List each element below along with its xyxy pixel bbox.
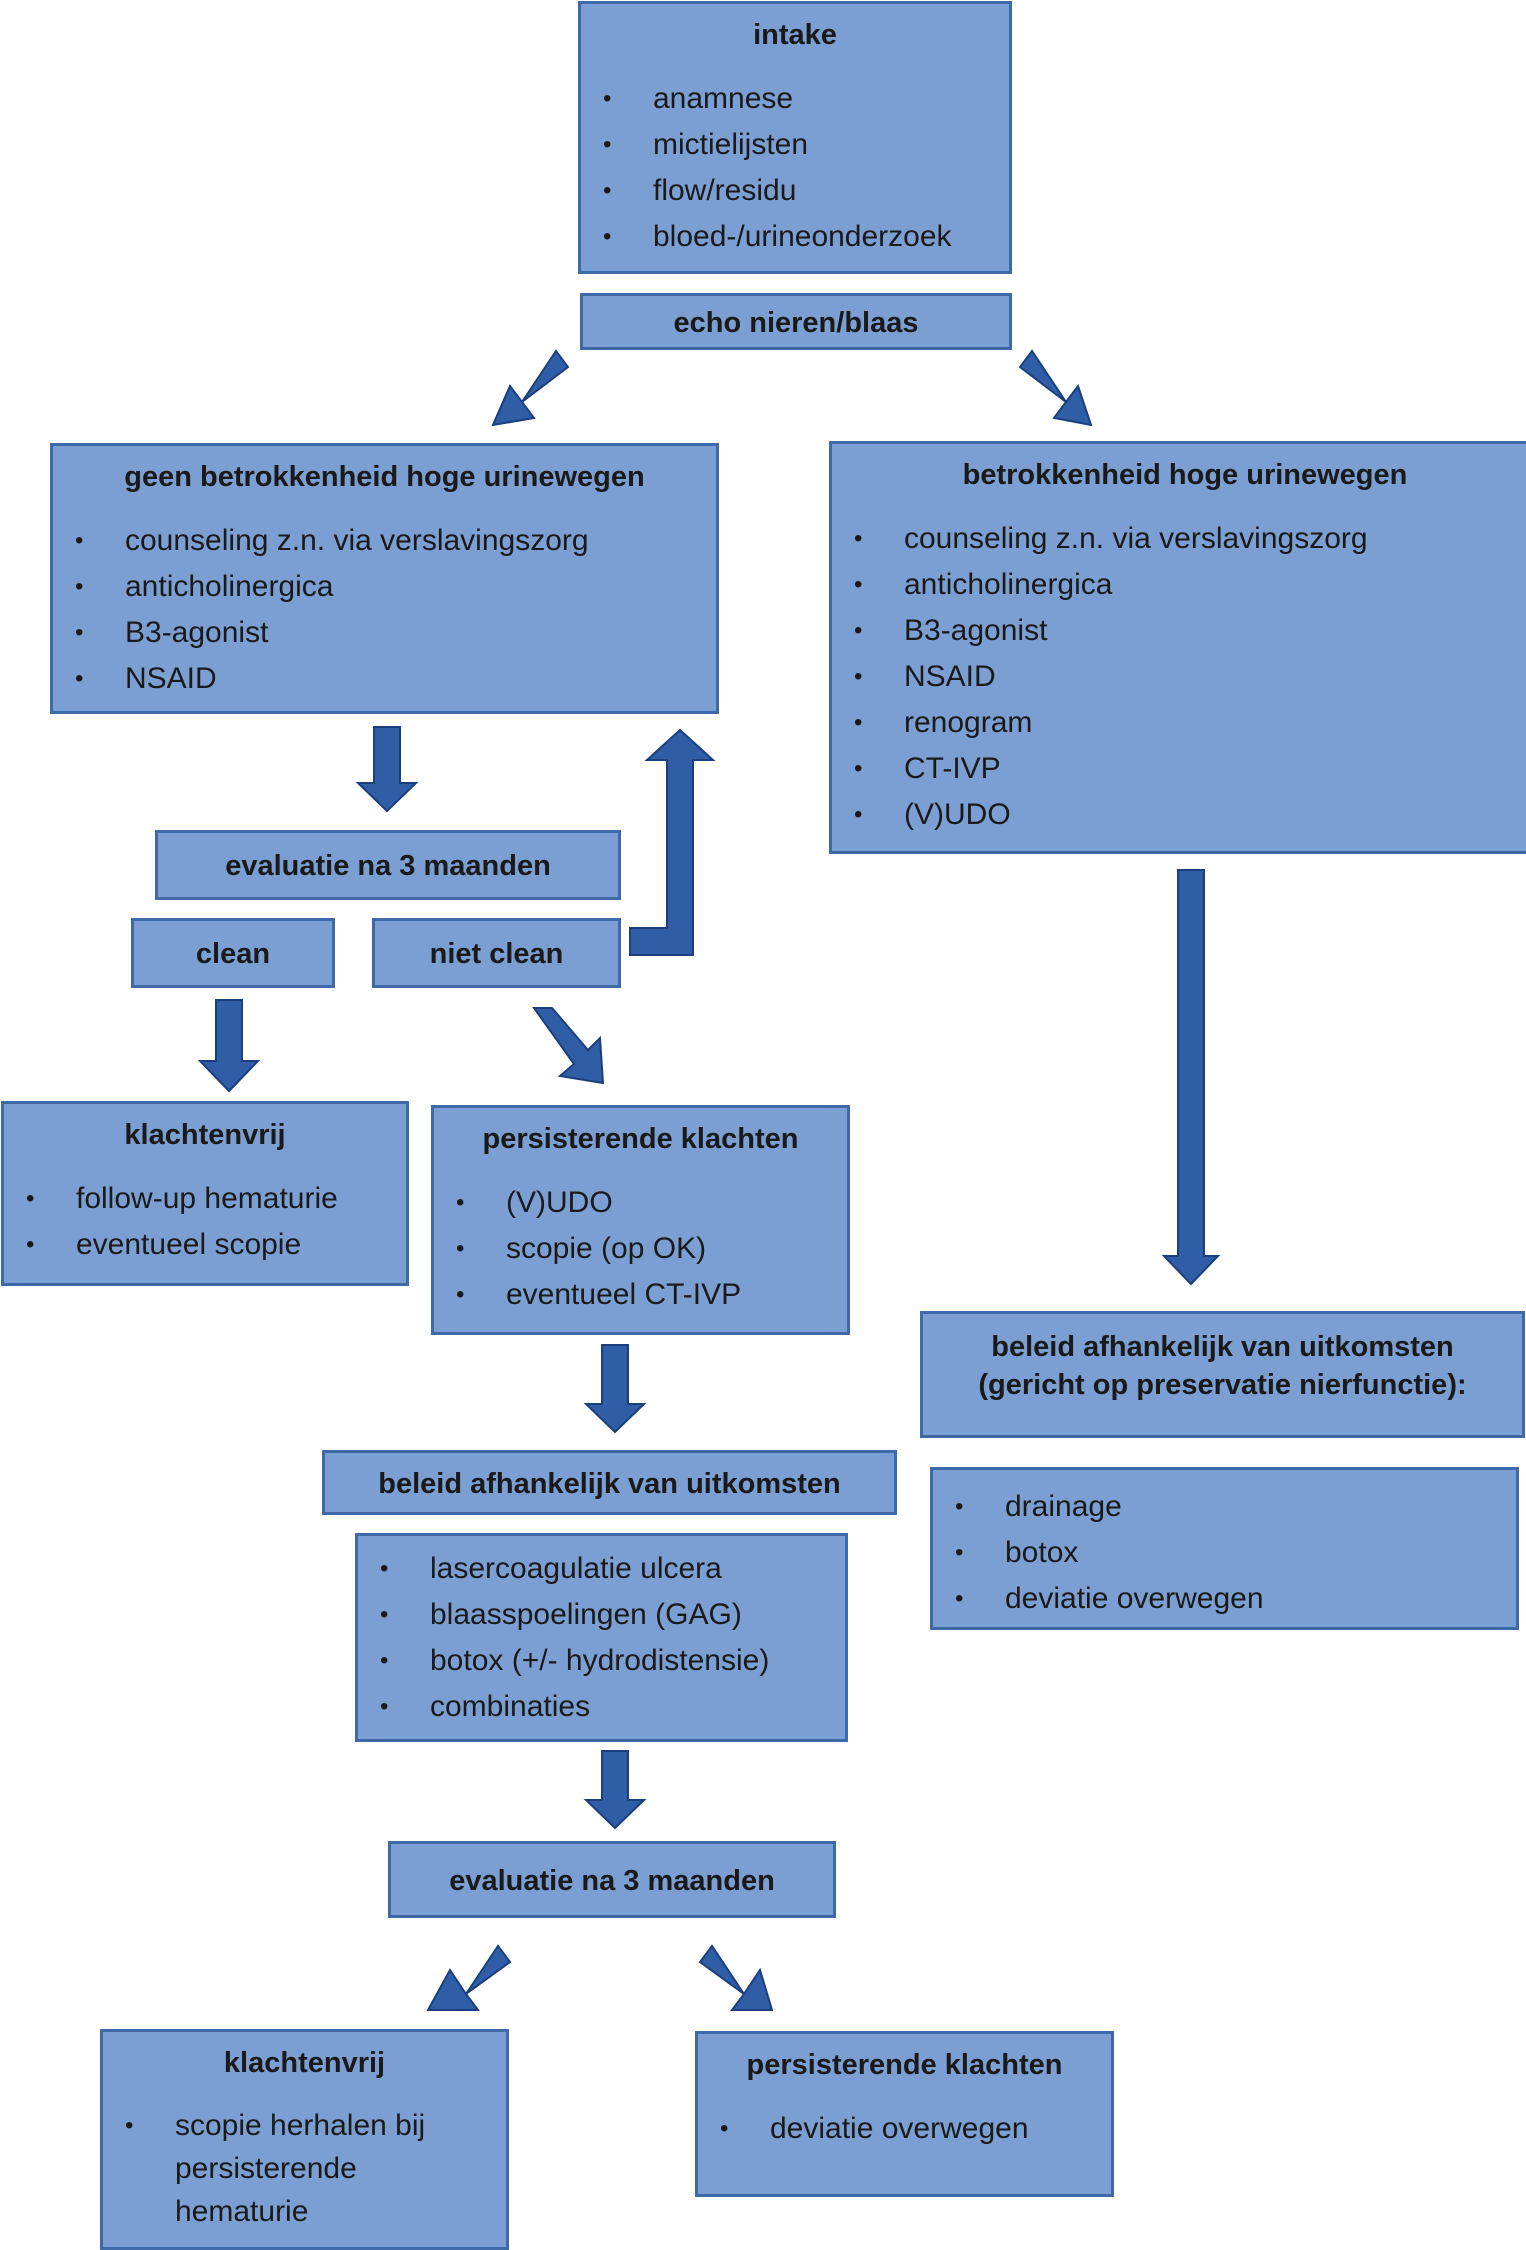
list-item: blaasspoelingen (GAG) <box>358 1592 845 1638</box>
symptom-free-box-2: klachtenvrij scopie herhalen bij persist… <box>100 2029 509 2250</box>
arrow-echo-to-upper <box>1018 349 1093 427</box>
evaluation-title-1: evaluatie na 3 maanden <box>225 850 551 882</box>
list-item: eventueel scopie <box>4 1222 406 1268</box>
persistent-complaints-title-1: persisterende klachten <box>482 1123 799 1155</box>
list-item: scopie (op OK) <box>434 1226 847 1272</box>
no-upper-tract-box: geen betrokkenheid hoge urinewegen couns… <box>50 443 719 714</box>
policy-title-right-line2: (gericht op preservatie nierfunctie): <box>978 1369 1467 1401</box>
symptom-free-title-1: klachtenvrij <box>124 1119 286 1151</box>
evaluation-title-2: evaluatie na 3 maanden <box>449 1865 775 1897</box>
list-item: renogram <box>832 700 1526 746</box>
list-item: follow-up hematurie <box>4 1176 406 1222</box>
list-item: botox (+/- hydrodistensie) <box>358 1638 845 1684</box>
upper-tract-box: betrokkenheid hoge urinewegen counseling… <box>829 441 1526 854</box>
list-item: CT-IVP <box>832 746 1526 792</box>
list-item: anticholinergica <box>53 564 716 610</box>
list-item: deviatie overwegen <box>933 1576 1516 1622</box>
list-item: lasercoagulatie ulcera <box>358 1546 845 1592</box>
arrow-persist-to-beleid <box>583 1344 647 1434</box>
arrow-eval-to-klachtenvrij <box>426 1944 512 2011</box>
persistent-complaints-list-2: deviatie overwegen <box>698 2106 1111 2152</box>
policy-box-left: beleid afhankelijk van uitkomsten <box>322 1450 897 1515</box>
list-item: anamnese <box>581 76 1009 122</box>
list-item: eventueel CT-IVP <box>434 1272 847 1318</box>
niet-clean-title: niet clean <box>429 938 564 970</box>
list-item: scopie herhalen bij persisterende hematu… <box>103 2104 486 2233</box>
upper-tract-title: betrokkenheid hoge urinewegen <box>962 459 1408 491</box>
persistent-complaints-list-1: (V)UDO scopie (op OK) eventueel CT-IVP <box>434 1180 847 1318</box>
symptom-free-list-2: scopie herhalen bij persisterende hematu… <box>103 2104 506 2233</box>
persistent-complaints-box-2: persisterende klachten deviatie overwege… <box>695 2031 1114 2197</box>
clean-box: clean <box>131 918 335 988</box>
list-item: mictielijsten <box>581 122 1009 168</box>
arrow-niet-clean-back-up <box>629 728 716 956</box>
symptom-free-list-1: follow-up hematurie eventueel scopie <box>4 1176 406 1268</box>
list-item: anticholinergica <box>832 562 1526 608</box>
list-item: botox <box>933 1530 1516 1576</box>
treatment-box-left: lasercoagulatie ulcera blaasspoelingen (… <box>355 1533 848 1742</box>
arrow-clean-to-klachtenvrij <box>197 999 261 1093</box>
treatment-box-right: drainage botox deviatie overwegen <box>930 1467 1519 1630</box>
list-item: B3-agonist <box>832 608 1526 654</box>
evaluation-box-1: evaluatie na 3 maanden <box>155 830 621 900</box>
no-upper-tract-title: geen betrokkenheid hoge urinewegen <box>124 461 645 493</box>
list-item: bloed-/urineonderzoek <box>581 214 1009 260</box>
symptom-free-box-1: klachtenvrij follow-up hematurie eventue… <box>1 1101 409 1286</box>
treatment-list-right: drainage botox deviatie overwegen <box>933 1484 1516 1622</box>
arrow-niet-clean-to-persist <box>532 1007 605 1085</box>
list-item: B3-agonist <box>53 610 716 656</box>
list-item: deviatie overwegen <box>698 2106 1111 2152</box>
arrow-upper-down <box>1161 869 1221 1286</box>
arrow-eval-to-persist <box>698 1944 774 2011</box>
intake-list: anamnese mictielijsten flow/residu bloed… <box>581 76 1009 260</box>
list-item: NSAID <box>832 654 1526 700</box>
echo-title: echo nieren/blaas <box>673 307 919 339</box>
treatment-list-left: lasercoagulatie ulcera blaasspoelingen (… <box>358 1546 845 1730</box>
niet-clean-box: niet clean <box>372 918 621 988</box>
symptom-free-title-2: klachtenvrij <box>223 2047 386 2079</box>
upper-tract-list: counseling z.n. via verslavingszorg anti… <box>832 516 1526 838</box>
list-item: (V)UDO <box>434 1180 847 1226</box>
arrow-treat-to-eval <box>583 1750 647 1830</box>
clean-title: clean <box>195 938 271 970</box>
list-item: flow/residu <box>581 168 1009 214</box>
list-item: combinaties <box>358 1684 845 1730</box>
list-item: NSAID <box>53 656 716 702</box>
list-item: counseling z.n. via verslavingszorg <box>53 518 716 564</box>
persistent-complaints-box-1: persisterende klachten (V)UDO scopie (op… <box>431 1105 850 1335</box>
echo-box: echo nieren/blaas <box>580 293 1012 350</box>
list-item: drainage <box>933 1484 1516 1530</box>
arrow-no-upper-to-eval <box>355 726 419 813</box>
no-upper-tract-list: counseling z.n. via verslavingszorg anti… <box>53 518 716 702</box>
intake-box: intake anamnese mictielijsten flow/resid… <box>578 1 1012 274</box>
evaluation-box-2: evaluatie na 3 maanden <box>388 1841 836 1918</box>
list-item: (V)UDO <box>832 792 1526 838</box>
policy-title-left: beleid afhankelijk van uitkomsten <box>378 1468 841 1500</box>
arrow-echo-to-no-upper <box>491 349 570 427</box>
persistent-complaints-title-2: persisterende klachten <box>746 2049 1063 2081</box>
policy-box-right: beleid afhankelijk van uitkomsten (geric… <box>920 1311 1525 1438</box>
policy-title-right-line1: beleid afhankelijk van uitkomsten <box>991 1331 1454 1363</box>
intake-title: intake <box>753 19 837 51</box>
list-item: counseling z.n. via verslavingszorg <box>832 516 1526 562</box>
